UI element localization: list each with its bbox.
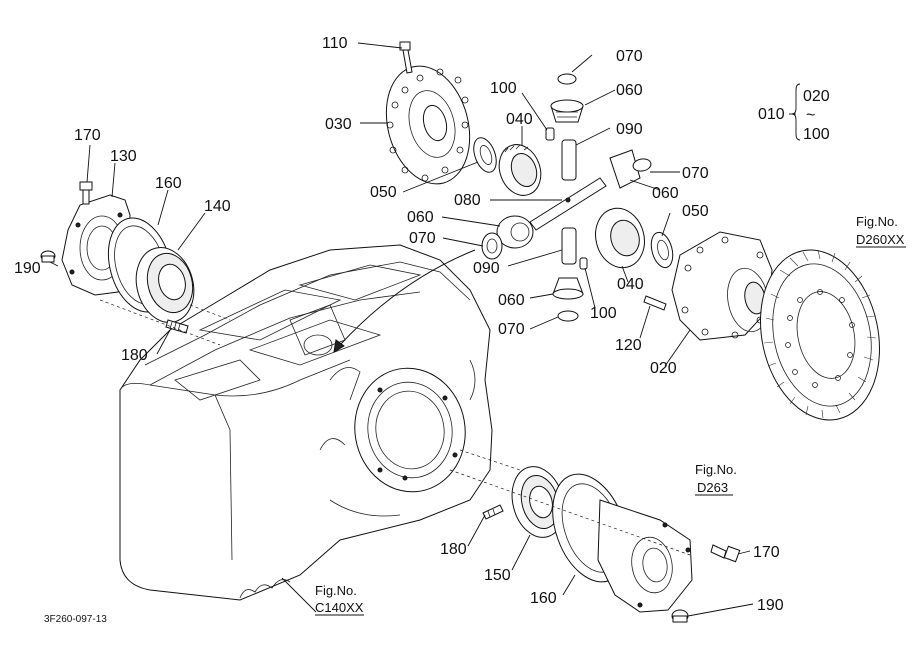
bearing-140 [135,247,195,323]
crown-ring-gear [760,249,880,421]
label-070-mid: 070 [409,230,436,247]
label-070-low: 070 [498,321,525,338]
pin-180-bottom [482,504,504,520]
bolt-170-left [79,181,93,205]
label-020-range: 020 [803,88,830,105]
label-100-low: 100 [590,305,617,322]
transmission-case [119,244,493,601]
label-060-top: 060 [616,82,643,99]
label-030: 030 [325,116,352,133]
label-range-sep: ~ [806,107,815,124]
label-060-mid: 060 [407,209,434,226]
bevel-gear-030 [385,41,471,185]
nut-190-right [671,609,689,623]
assembly-arrow [333,249,476,353]
label-100-top: 100 [490,80,517,97]
label-130: 130 [110,148,137,165]
label-070-right: 070 [682,165,709,182]
label-150: 150 [484,567,511,584]
label-100-range: 100 [803,126,830,143]
label-060-right: 060 [652,185,679,202]
label-050-top: 050 [370,184,397,201]
label-040-top: 040 [506,111,533,128]
figref-d263-code: D263 [697,480,728,495]
label-170-left: 170 [74,127,101,144]
label-050-right: 050 [682,203,709,220]
bolt-110 [399,41,413,74]
drawing-code: 3F260-097-13 [44,614,107,625]
label-010: 010 [758,106,785,123]
label-120: 120 [615,337,642,354]
range-bracket-010 [789,83,801,141]
label-190-right: 190 [757,597,784,614]
label-160-bottom: 160 [530,590,557,607]
figure-references: Fig.No. D260XX Fig.No. D263 Fig.No. C140… [315,214,906,616]
label-160-left: 160 [155,175,182,192]
figref-d263-title: Fig.No. [695,462,737,477]
label-090-top: 090 [616,121,643,138]
label-140: 140 [204,198,231,215]
label-060-low: 060 [498,292,525,309]
label-090-mid: 090 [473,260,500,277]
bolt-170-right [710,544,741,563]
pin-180-left [165,319,189,334]
differential-case-020 [671,231,773,341]
figref-d260-title: Fig.No. [856,214,898,229]
label-180-left: 180 [121,347,148,364]
label-080: 080 [454,192,481,209]
figref-c140-code: C140XX [315,600,364,615]
nut-190-left [40,250,56,263]
figref-d260-code: D260XX [856,232,905,247]
label-180-bottom: 180 [440,541,467,558]
part-labels: 110 070 100 060 030 040 090 010 020 ~ 10… [14,35,830,614]
label-020: 020 [650,360,677,377]
right-side-cover-group [449,449,741,623]
differential-gear-cluster [473,73,674,322]
bearing-housing-right [597,499,693,613]
leader-lines [49,42,754,617]
left-side-cover-group [40,181,231,346]
label-040-mid: 040 [617,276,644,293]
label-190-left: 190 [14,260,41,277]
label-110: 110 [322,35,348,52]
figref-c140-title: Fig.No. [315,583,357,598]
label-170-right: 170 [753,544,780,561]
label-070-top: 070 [616,48,643,65]
